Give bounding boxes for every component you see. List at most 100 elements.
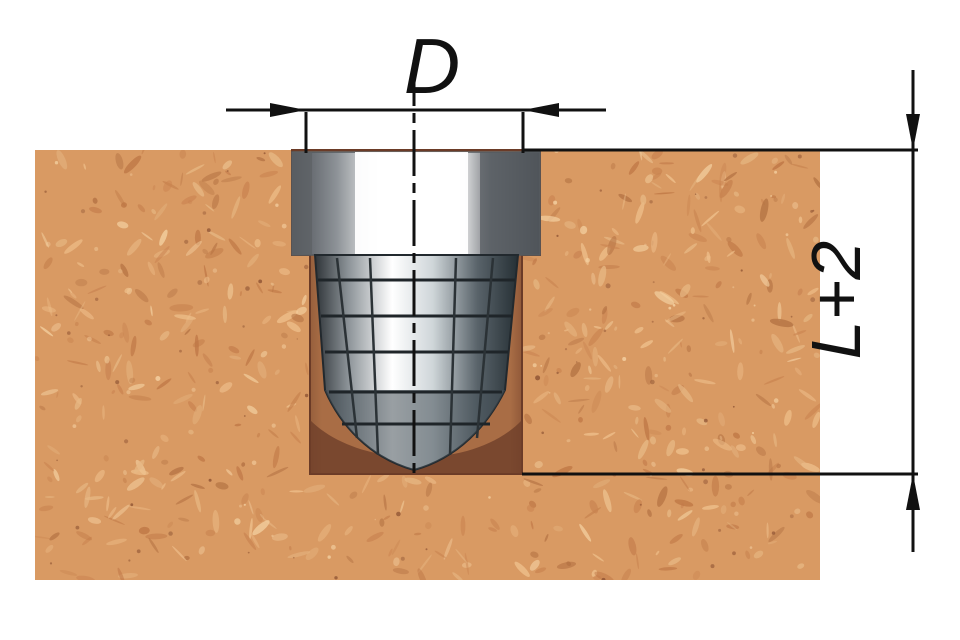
chipboard-speck xyxy=(239,504,242,508)
chipboard-fiber xyxy=(112,354,122,373)
chipboard-fiber xyxy=(117,221,129,229)
chipboard-fiber xyxy=(423,505,429,511)
chipboard-fiber xyxy=(286,309,298,313)
chipboard-fiber xyxy=(664,319,675,328)
chipboard-speck xyxy=(770,195,773,197)
chipboard-speck xyxy=(654,373,658,378)
chipboard-fiber xyxy=(172,545,187,562)
chipboard-fiber xyxy=(691,517,700,537)
chipboard-fiber xyxy=(47,476,53,483)
chipboard-speck xyxy=(215,381,219,385)
chipboard-speck xyxy=(644,243,647,247)
chipboard-fiber xyxy=(169,304,194,312)
chipboard-speck xyxy=(202,211,207,215)
chipboard-fiber xyxy=(74,301,86,321)
chipboard-fiber xyxy=(76,575,96,580)
chipboard-fiber xyxy=(634,326,644,334)
chipboard-fiber xyxy=(75,482,89,494)
chipboard-fiber xyxy=(185,164,205,175)
chipboard-fiber xyxy=(114,190,126,207)
chipboard-fiber xyxy=(148,537,159,553)
chipboard-fiber xyxy=(59,569,78,576)
chipboard-speck xyxy=(603,329,607,333)
insert-slot-lines xyxy=(335,257,495,456)
chipboard-fiber xyxy=(679,284,691,298)
chipboard-fiber xyxy=(222,305,228,324)
chipboard-fiber xyxy=(202,248,209,255)
chipboard-fiber xyxy=(391,539,401,556)
chipboard-fiber xyxy=(400,500,405,513)
chipboard-fiber xyxy=(592,346,599,367)
depth-arrow-bottom xyxy=(906,474,920,510)
chipboard-fiber xyxy=(152,446,160,459)
chipboard-speck xyxy=(749,546,753,549)
insert-collar-right-shadow xyxy=(480,152,540,255)
chipboard-fiber xyxy=(258,220,271,228)
chipboard-fiber xyxy=(272,240,286,247)
chipboard-fiber xyxy=(51,322,62,332)
chipboard-fiber xyxy=(205,529,216,537)
chipboard-speck xyxy=(532,363,537,368)
chipboard-speck xyxy=(585,258,590,263)
chipboard-fiber xyxy=(262,517,277,529)
chipboard-fiber xyxy=(720,505,727,515)
chipboard-fiber xyxy=(154,246,170,264)
chipboard-fiber xyxy=(734,205,746,214)
chipboard-fiber xyxy=(665,424,672,431)
chipboard-fiber xyxy=(583,341,592,360)
chipboard-fiber xyxy=(643,417,650,441)
chipboard-fiber xyxy=(518,255,537,262)
chipboard-fiber xyxy=(167,521,174,528)
chipboard-fiber xyxy=(579,523,592,542)
chipboard-fiber xyxy=(82,536,92,546)
chipboard-fiber xyxy=(529,559,540,571)
chipboard-fiber xyxy=(161,483,166,490)
chipboard-fiber xyxy=(669,533,683,544)
chipboard-fiber xyxy=(401,475,408,488)
chipboard-fiber xyxy=(687,487,694,492)
chipboard-fiber xyxy=(654,291,675,305)
chipboard-fiber xyxy=(215,482,229,490)
chipboard-fiber xyxy=(618,374,621,389)
chipboard-speck xyxy=(785,233,789,237)
chipboard-fiber xyxy=(583,377,602,380)
chipboard-speck xyxy=(155,376,161,381)
chipboard-speck xyxy=(652,281,655,284)
chipboard-fiber xyxy=(118,269,123,274)
chipboard-fiber xyxy=(798,216,803,224)
chipboard-fiber xyxy=(568,337,585,346)
chipboard-fiber xyxy=(686,345,692,353)
chipboard-speck xyxy=(95,297,99,301)
chipboard-fiber xyxy=(524,413,532,425)
chipboard-fiber xyxy=(346,555,354,564)
chipboard-fiber xyxy=(198,546,205,555)
chipboard-fiber xyxy=(610,162,616,170)
chipboard-speck xyxy=(718,528,722,532)
chipboard-fiber xyxy=(228,238,242,255)
chipboard-fiber xyxy=(141,232,153,241)
chipboard-fiber xyxy=(628,537,637,556)
chipboard-fiber xyxy=(145,533,168,540)
chipboard-fiber xyxy=(44,496,55,498)
chipboard-fiber xyxy=(201,171,222,182)
chipboard-fiber xyxy=(628,161,640,175)
chipboard-fiber xyxy=(41,232,49,248)
insert-slot-line xyxy=(448,257,458,456)
chipboard-fiber xyxy=(793,456,812,471)
chipboard-speck xyxy=(541,431,544,435)
chipboard-fiber xyxy=(79,308,94,320)
chipboard-fiber xyxy=(534,461,543,469)
chipboard-fiber xyxy=(786,345,805,354)
chipboard-fiber xyxy=(647,509,652,517)
chipboard-speck xyxy=(790,315,793,318)
insert-slot-line xyxy=(475,257,495,439)
chipboard-speck xyxy=(304,393,309,398)
chipboard-fiber xyxy=(243,532,257,551)
chipboard-fiber xyxy=(236,466,244,481)
chipboard-fiber xyxy=(771,195,777,199)
chipboard-fiber xyxy=(792,202,799,209)
chipboard-fiber xyxy=(255,507,263,523)
chipboard-fiber xyxy=(202,394,206,412)
chipboard-fiber xyxy=(564,321,578,337)
chipboard-fiber xyxy=(213,178,219,185)
